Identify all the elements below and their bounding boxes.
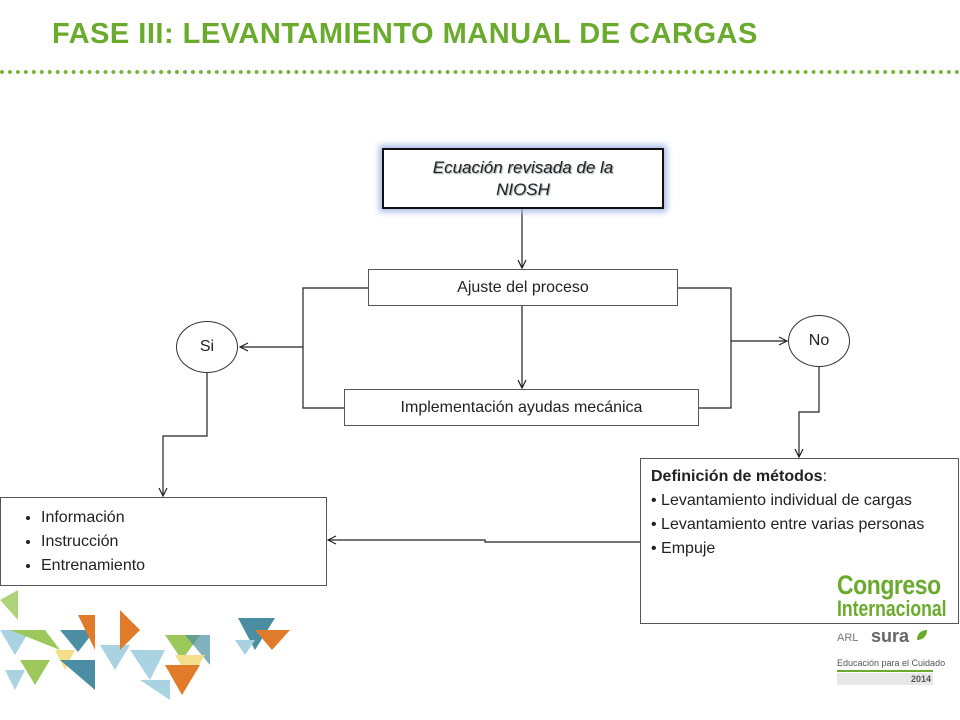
dotted-divider	[0, 70, 960, 74]
logo-tagline: Educación para el Cuidado	[837, 658, 946, 668]
implementacion-label: Implementación ayudas mecánica	[400, 398, 643, 416]
definicion-metodos-box: Definición de métodos: • Levantamiento i…	[640, 458, 959, 624]
logo-green-bar	[837, 670, 933, 672]
ajuste-label: Ajuste del proceso	[457, 278, 589, 296]
no-label: No	[808, 332, 830, 349]
def-colon: :	[822, 468, 828, 485]
implementacion-box: Implementación ayudas mecánica	[344, 389, 699, 426]
connector-left-bracket	[302, 287, 368, 409]
info-list: Información Instrucción Entrenamiento	[1, 506, 145, 578]
connector-right-bracket	[678, 287, 732, 409]
def-item-varias: Levantamiento entre varias personas	[661, 516, 925, 533]
connector-def-info	[328, 540, 640, 542]
niosh-label: Ecuación revisada de la NIOSH	[432, 157, 614, 199]
si-label: Si	[199, 338, 215, 355]
congreso-logo: Congreso Internacional ARL sura Educació…	[835, 570, 955, 690]
def-item: • Levantamiento entre varias personas	[651, 516, 925, 533]
triangle-decoration	[0, 590, 290, 700]
connector-no-def	[799, 367, 820, 457]
connector-si-info	[163, 373, 208, 496]
no-node: No	[788, 315, 850, 367]
si-node: Si	[176, 321, 238, 373]
def-item-individual: Levantamiento individual de cargas	[661, 492, 912, 509]
sura-leaf-icon	[917, 630, 927, 640]
def-heading: Definición de métodos	[651, 468, 823, 485]
logo-internacional-text: Internacional	[837, 596, 947, 621]
info-item-informacion: Información	[41, 506, 145, 530]
logo-arl-text: ARL	[837, 632, 859, 644]
niosh-equation-box: Ecuación revisada de la NIOSH	[382, 148, 664, 209]
def-heading-line: Definición de métodos:	[651, 465, 948, 489]
def-item: • Empuje	[651, 540, 716, 557]
logo-sura-text: sura	[871, 626, 910, 646]
info-box: Información Instrucción Entrenamiento	[0, 497, 327, 586]
ajuste-proceso-box: Ajuste del proceso	[368, 269, 678, 306]
info-item-entrenamiento: Entrenamiento	[41, 554, 145, 578]
page-title: FASE III: LEVANTAMIENTO MANUAL DE CARGAS	[52, 18, 758, 50]
logo-year: 2014	[837, 673, 933, 685]
info-item-instruccion: Instrucción	[41, 530, 145, 554]
logo-congreso-text: Congreso	[837, 570, 941, 600]
def-item: • Levantamiento individual de cargas	[651, 492, 912, 509]
def-item-empuje: Empuje	[661, 540, 716, 557]
